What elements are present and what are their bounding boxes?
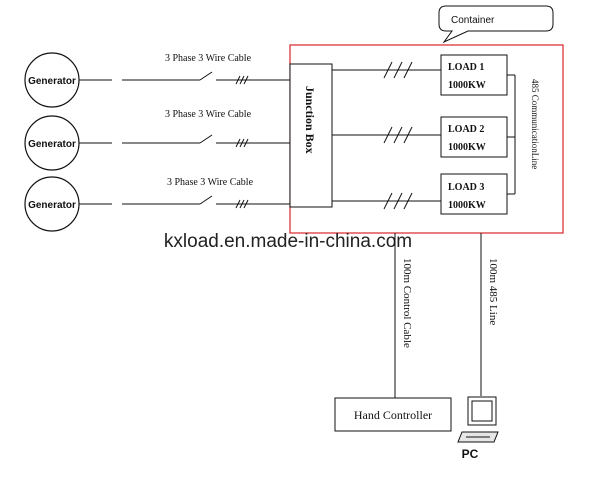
container-callout: Container [438, 5, 554, 44]
watermark: kxload.en.made-in-china.com [164, 231, 412, 252]
generator-2: Generator [24, 115, 80, 171]
three-wire-mark [235, 199, 249, 209]
load-3: LOAD 3 1000KW [440, 173, 508, 215]
load-power: 1000KW [448, 200, 486, 211]
container-label: Container [451, 15, 495, 26]
cable-label: 3 Phase 3 Wire Cable [165, 53, 252, 64]
load-2: LOAD 2 1000KW [440, 116, 508, 158]
cable-line-3 [79, 195, 290, 205]
generator-1: Generator [24, 52, 80, 108]
hand-controller-label: Hand Controller [354, 408, 432, 422]
three-wire-mark [383, 61, 413, 79]
laptop-icon [457, 396, 499, 443]
load-feed-lines [332, 69, 441, 202]
line-485-label: 100m 485 Line [487, 258, 499, 325]
cable-line-1 [79, 71, 290, 81]
three-wire-mark [235, 138, 249, 148]
junction-box [289, 63, 333, 208]
load-name: LOAD 3 [448, 182, 484, 193]
cable-label: 3 Phase 3 Wire Cable [165, 109, 252, 120]
cable-line-2 [79, 134, 290, 144]
three-wire-mark [235, 75, 249, 85]
generator-label: Generator [28, 139, 76, 150]
load-power: 1000KW [448, 80, 486, 91]
pc-label: PC [462, 447, 479, 461]
cable-label: 3 Phase 3 Wire Cable [167, 177, 254, 188]
generator-label: Generator [28, 76, 76, 87]
load-1: LOAD 1 1000KW [440, 54, 508, 96]
three-wire-mark [383, 192, 413, 210]
load-power: 1000KW [448, 142, 486, 153]
comm-bus [507, 74, 516, 195]
comm-line-label: 485 CommunicationLine [530, 79, 540, 169]
load-name: LOAD 1 [448, 62, 484, 73]
hand-controller-box [334, 397, 452, 432]
control-cable-label: 100m Control Cable [401, 258, 413, 348]
downlink-lines [394, 233, 482, 398]
junction-box-label: Junction Box [303, 86, 317, 154]
generator-label: Generator [28, 200, 76, 211]
three-wire-mark [383, 126, 413, 144]
generator-3: Generator [24, 176, 80, 232]
load-name: LOAD 2 [448, 124, 484, 135]
